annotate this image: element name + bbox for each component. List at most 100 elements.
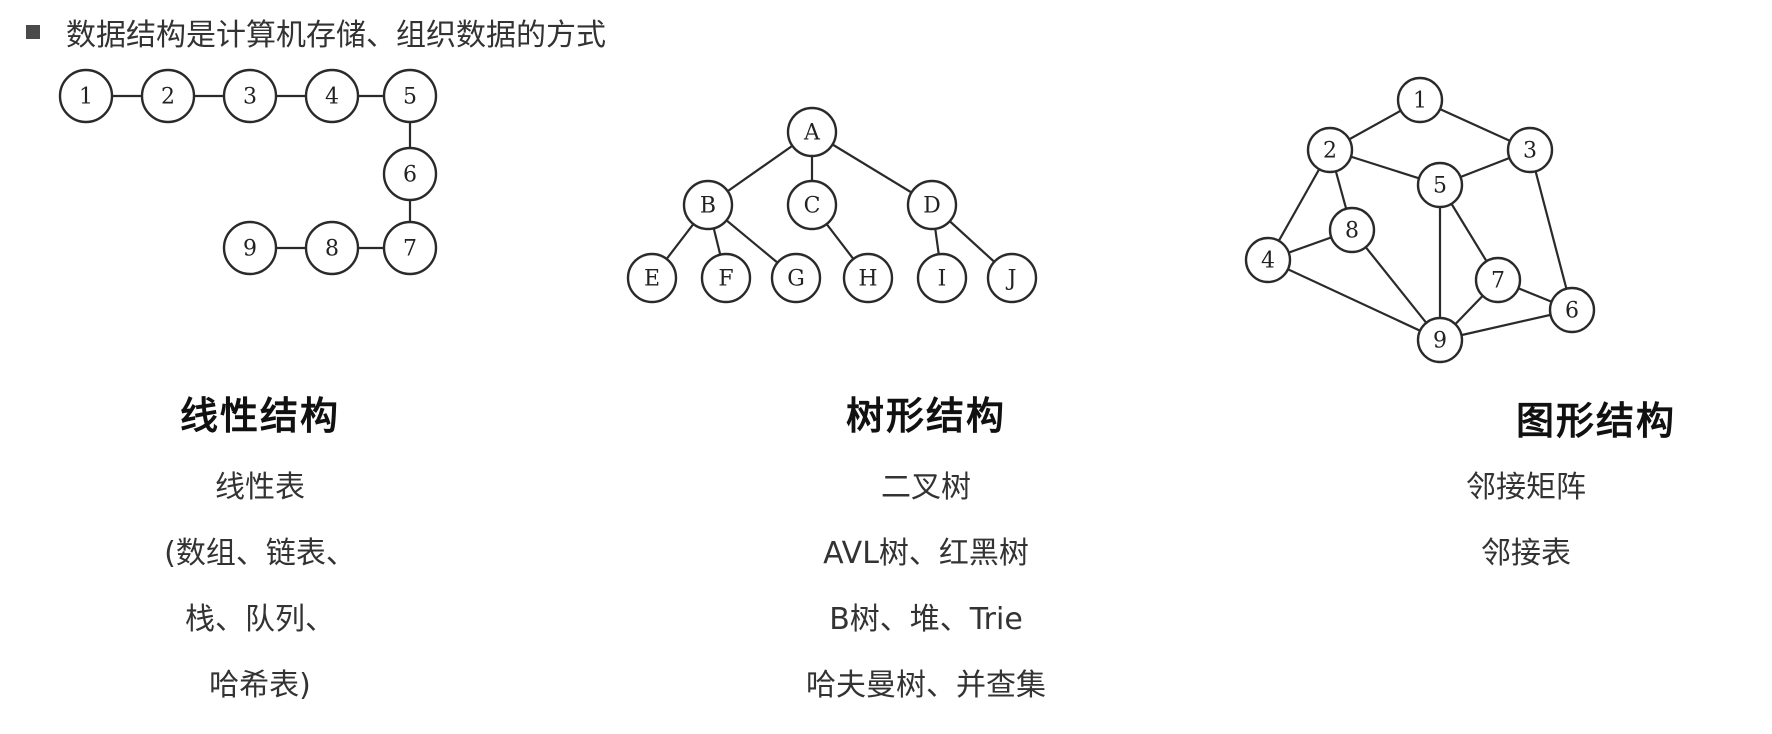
node-circle (304, 220, 360, 276)
node-label: J (1006, 267, 1017, 292)
node-B: B (682, 179, 734, 231)
node-circle (770, 252, 822, 304)
node-label: A (803, 121, 821, 146)
node-label: 2 (161, 85, 175, 110)
node-circle (1244, 236, 1292, 284)
node-circle (906, 179, 958, 231)
graph-structure-diagram: 1 2 3 4 5 6 7 8 9 (1244, 76, 1596, 364)
node-label: I (938, 267, 947, 292)
node-G: G (770, 252, 822, 304)
node-n4: 4 (304, 68, 360, 124)
node-label: 4 (1261, 249, 1275, 274)
node-label: 3 (243, 85, 257, 110)
node-label: 7 (1491, 269, 1505, 294)
node-circle (1416, 316, 1464, 364)
node-n5: 5 (382, 68, 438, 124)
node-label: 1 (1413, 89, 1427, 114)
linear-structure-title: 线性结构 (179, 394, 340, 438)
node-J: J (986, 252, 1038, 304)
graph-structure-list: 邻接矩阵 邻接表 (1306, 455, 1746, 587)
bullet-square-icon (26, 25, 40, 39)
tree-structure-title: 树形结构 (845, 394, 1006, 438)
edge-g3-g6 (1528, 149, 1574, 311)
node-circle (1306, 126, 1354, 174)
edge-g4-g9 (1267, 259, 1441, 341)
node-circle (222, 68, 278, 124)
node-circle (1416, 161, 1464, 209)
node-g6: 6 (1548, 286, 1596, 334)
list-item: 哈夫曼树、并查集 (806, 668, 1046, 703)
node-label: 5 (1433, 174, 1447, 199)
node-n9: 9 (222, 220, 278, 276)
node-label: 7 (403, 237, 417, 262)
node-circle (786, 106, 838, 158)
tree-structure-list: 二叉树 AVL树、红黑树 B树、堆、Trie 哈夫曼树、并查集 (706, 455, 1146, 719)
node-circle (1328, 206, 1376, 254)
node-g5: 5 (1416, 161, 1464, 209)
node-circle (140, 68, 196, 124)
node-circle (842, 252, 894, 304)
node-label: 1 (79, 85, 93, 110)
list-item: (数组、链表、 (164, 536, 356, 571)
node-g3: 3 (1506, 126, 1554, 174)
node-label: 4 (325, 85, 339, 110)
list-item: B树、堆、Trie (829, 602, 1023, 637)
node-circle (1548, 286, 1596, 334)
list-item: AVL树、红黑树 (823, 536, 1029, 571)
node-circle (1506, 126, 1554, 174)
node-circle (1474, 256, 1522, 304)
list-item: 邻接表 (1481, 536, 1571, 571)
node-circle (700, 252, 752, 304)
list-item: 哈希表) (209, 668, 311, 703)
node-label: 6 (1565, 299, 1579, 324)
node-g1: 1 (1396, 76, 1444, 124)
node-circle (222, 220, 278, 276)
node-n7: 7 (382, 220, 438, 276)
node-circle (1396, 76, 1444, 124)
node-label: 8 (1345, 219, 1359, 244)
intro-line: 数据结构是计算机存储、组织数据的方式 (26, 12, 606, 53)
node-n1: 1 (58, 68, 114, 124)
node-circle (626, 252, 678, 304)
intro-text: 数据结构是计算机存储、组织数据的方式 (66, 18, 606, 53)
node-circle (916, 252, 968, 304)
node-circle (382, 220, 438, 276)
node-I: I (916, 252, 968, 304)
node-label: G (787, 267, 805, 292)
node-label: 3 (1523, 139, 1537, 164)
graph-structure-title: 图形结构 (1515, 399, 1676, 443)
edge-g8-g9 (1351, 229, 1441, 341)
list-item: 邻接矩阵 (1466, 470, 1586, 505)
node-circle (986, 252, 1038, 304)
node-n2: 2 (140, 68, 196, 124)
node-label: 9 (243, 237, 257, 262)
node-D: D (906, 179, 958, 231)
node-C: C (786, 179, 838, 231)
node-n3: 3 (222, 68, 278, 124)
node-label: 9 (1433, 329, 1447, 354)
node-g2: 2 (1306, 126, 1354, 174)
node-H: H (842, 252, 894, 304)
node-A: A (786, 106, 838, 158)
node-label: F (718, 267, 733, 292)
node-circle (58, 68, 114, 124)
node-label: 2 (1323, 139, 1337, 164)
linear-structure-list: 线性表 (数组、链表、 栈、队列、 哈希表) (40, 455, 480, 719)
node-label: E (644, 267, 660, 292)
node-circle (382, 146, 438, 202)
node-circle (304, 68, 360, 124)
node-label: 6 (403, 163, 417, 188)
list-item: 二叉树 (881, 470, 971, 505)
node-circle (382, 68, 438, 124)
node-g4: 4 (1244, 236, 1292, 284)
node-label: C (804, 194, 821, 219)
node-label: D (923, 194, 941, 219)
node-n6: 6 (382, 146, 438, 202)
list-item: 线性表 (215, 470, 305, 505)
node-label: 5 (403, 85, 417, 110)
node-g9: 9 (1416, 316, 1464, 364)
node-g7: 7 (1474, 256, 1522, 304)
tree-structure-diagram: A B C D E F G H I J (626, 106, 1038, 304)
list-item: 栈、队列、 (185, 602, 335, 637)
